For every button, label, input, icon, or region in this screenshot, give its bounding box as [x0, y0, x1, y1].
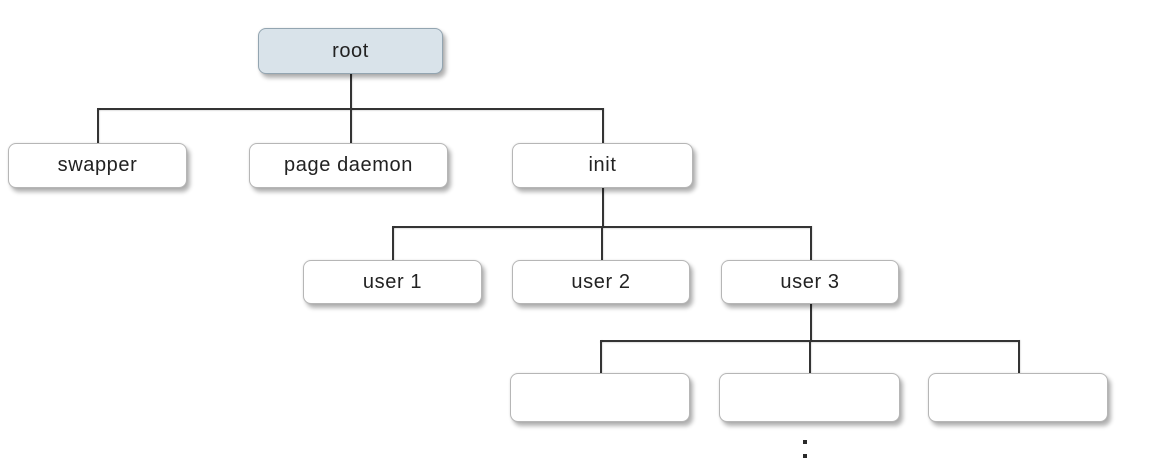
connector-bus1-to-page-daemon	[350, 108, 352, 144]
connector-bus2-to-user2	[601, 226, 603, 260]
node-page-daemon: page daemon	[249, 143, 448, 188]
connector-bus3-to-child2	[809, 340, 811, 373]
node-root: root	[258, 28, 443, 74]
connector-bus2-to-user1	[392, 226, 394, 260]
node-user3-child-2	[719, 373, 900, 422]
node-user3-child-3	[928, 373, 1108, 422]
node-user-3: user 3	[721, 260, 899, 304]
connector-user3-to-bus3	[810, 304, 812, 341]
connector-bus1-to-init	[602, 108, 604, 144]
node-user-2: user 2	[512, 260, 690, 304]
connector-bus3-to-child3	[1018, 340, 1020, 373]
connector-bus3-to-child1	[600, 340, 602, 373]
connector-init-to-bus2	[602, 188, 604, 226]
node-swapper: swapper	[8, 143, 187, 188]
node-user3-child-1	[510, 373, 690, 422]
node-user-1: user 1	[303, 260, 482, 304]
connector-bus2-to-user3	[810, 226, 812, 260]
connector-root-to-bus1	[350, 74, 352, 109]
node-init: init	[512, 143, 693, 188]
connector-bus1-to-swapper	[97, 108, 99, 144]
